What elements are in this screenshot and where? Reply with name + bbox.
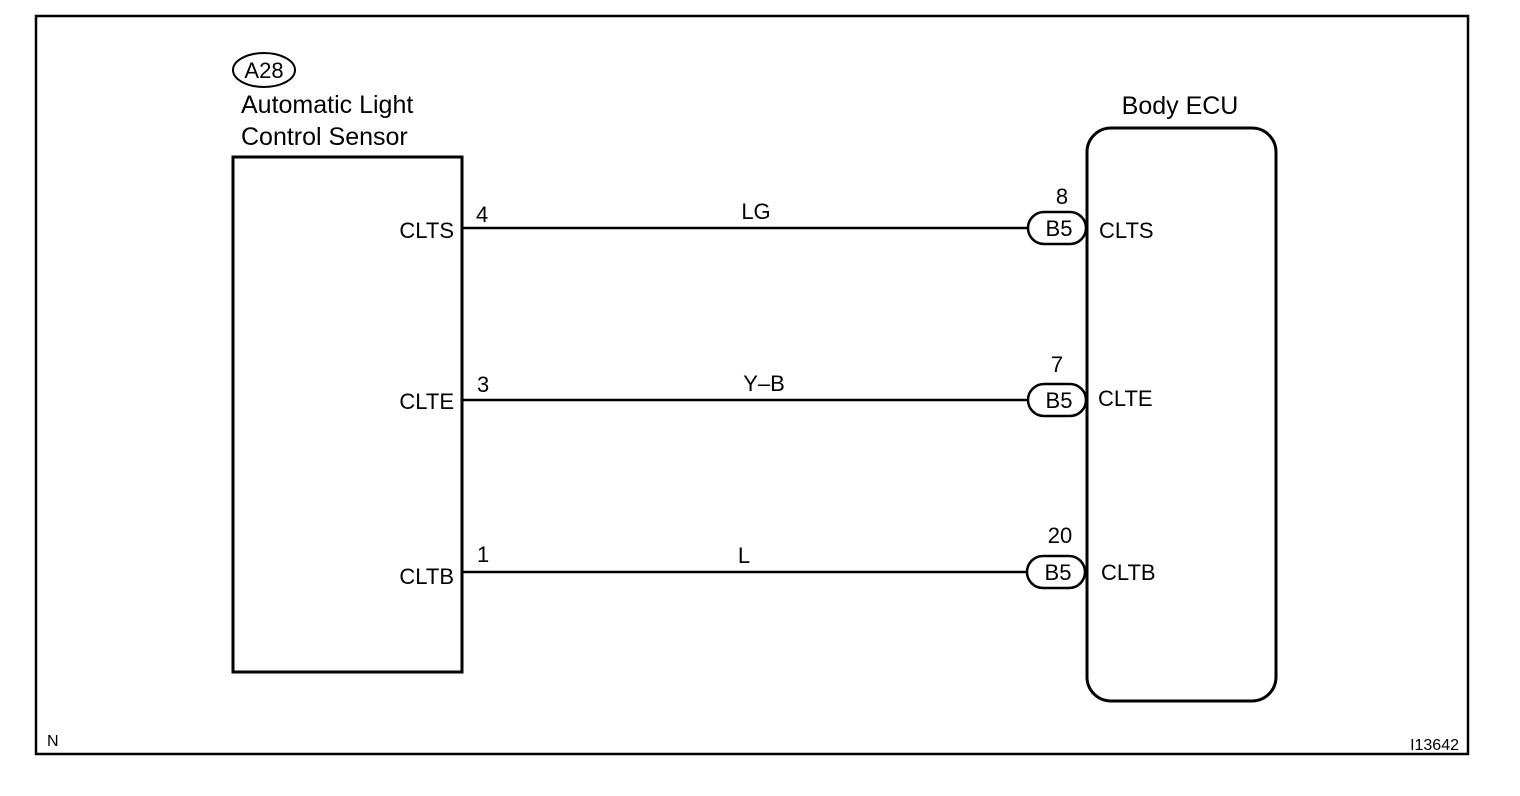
sensor-pin-label-cltb: CLTB — [399, 564, 454, 589]
ecu-title: Body ECU — [1122, 92, 1239, 120]
ecu-connector-badge-clte — [1026, 382, 1088, 418]
frame-corner-left-code: N — [47, 733, 59, 750]
ecu-component: Body ECU 8 B5 CLTS 7 B5 CLTE 20 B5 CLTB — [1025, 92, 1278, 703]
sensor-connector-badge — [232, 52, 296, 88]
ecu-pin-label-clte: CLTE — [1098, 386, 1153, 411]
diagram-frame — [34, 14, 1470, 756]
sensor-component: A28 Automatic Light Control Sensor CLTS … — [231, 52, 489, 674]
sensor-pin-number-clts: 4 — [476, 202, 488, 227]
ecu-pin-number-clte: 7 — [1051, 352, 1063, 377]
ecu-connector-badge-cltb — [1025, 554, 1087, 590]
sensor-pin-label-clts: CLTS — [399, 218, 454, 243]
wire-color-lg: LG — [741, 199, 770, 224]
ecu-connector-badge-clts — [1026, 210, 1088, 246]
frame-corner-right-code: I13642 — [1410, 737, 1459, 754]
ecu-pin-number-clts: 8 — [1056, 184, 1068, 209]
sensor-pin-label-clte: CLTE — [399, 389, 454, 414]
sensor-title-line1: Automatic Light — [241, 91, 413, 119]
ecu-pin-label-clts: CLTS — [1099, 218, 1154, 243]
wire-harness: LG Y–B L — [462, 199, 1028, 574]
sensor-box — [231, 155, 464, 674]
sensor-title-line2: Control Sensor — [241, 123, 408, 151]
sensor-connector-code: A28 — [244, 58, 283, 83]
ecu-connector-code-cltb: B5 — [1045, 560, 1072, 585]
ecu-pin-number-cltb: 20 — [1048, 523, 1072, 548]
sensor-pin-number-clte: 3 — [477, 372, 489, 397]
ecu-pin-label-cltb: CLTB — [1101, 560, 1156, 585]
wire-color-l: L — [738, 543, 750, 568]
ecu-connector-code-clts: B5 — [1046, 216, 1073, 241]
sensor-pin-number-cltb: 1 — [477, 542, 489, 567]
ecu-box — [1085, 126, 1278, 703]
ecu-connector-code-clte: B5 — [1046, 388, 1073, 413]
wire-color-y-b: Y–B — [743, 371, 785, 396]
